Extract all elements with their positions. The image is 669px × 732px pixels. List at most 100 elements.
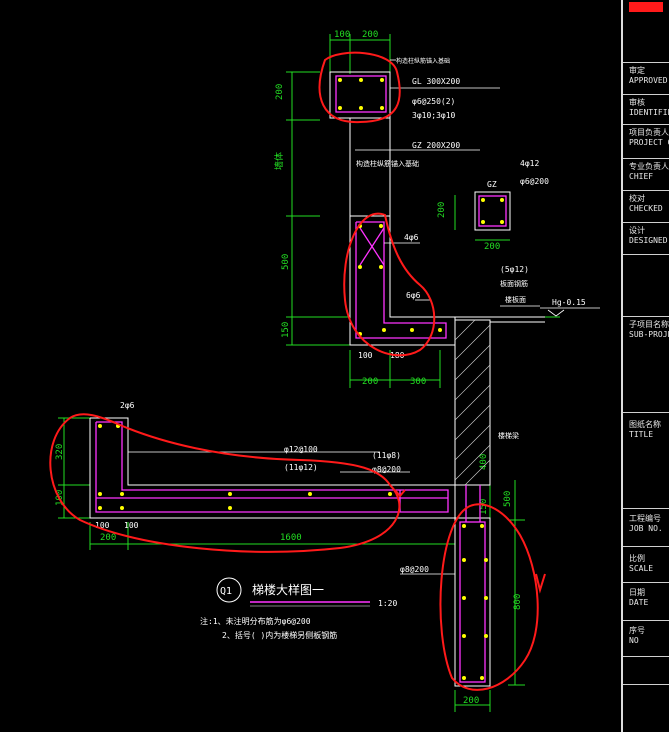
- title-block-field-zh: 审定: [629, 66, 645, 75]
- wall-hatch: [454, 319, 491, 486]
- gz-note: 构造柱纵筋锚入基础: [356, 159, 419, 168]
- title-block: 审定APPROVED审核IDENTIFIED项目负责人PROJECT CH专业负…: [621, 0, 669, 732]
- title-block-field-zh: 设计: [629, 226, 645, 235]
- title-circle-text: Q1: [220, 586, 232, 597]
- title-block-field-en: SCALE: [629, 564, 654, 573]
- markup-circle-beam: [318, 51, 401, 124]
- title-block-field-en: IDENTIFIED: [629, 108, 669, 117]
- side-bar: φ8@200: [372, 465, 401, 474]
- dim-text: 500: [503, 491, 513, 507]
- title-block-divider: [623, 254, 669, 255]
- title-block-divider: [623, 620, 669, 621]
- gz-stirrup: φ6@200: [520, 177, 549, 186]
- dim-text: 500: [281, 254, 291, 270]
- dim-text: 200: [275, 84, 285, 100]
- title-block-divider: [623, 546, 669, 547]
- title-block-field-zh: 项目负责人: [629, 128, 669, 137]
- gl-label: GL 300X200: [412, 77, 460, 86]
- title-block-divider: [623, 582, 669, 583]
- slab-note: 楼板面: [505, 295, 526, 304]
- gz-label: GZ 200X200: [412, 141, 460, 150]
- leader-lines: [128, 59, 600, 575]
- title-block-field-en: PROJECT CH: [629, 138, 669, 147]
- title-block-divider: [623, 656, 669, 657]
- dim-text: 200: [362, 30, 378, 40]
- title-block-field-zh: 序号: [629, 626, 645, 635]
- gl-stirrup: φ6@250(2): [412, 97, 455, 106]
- rebar-dots: [98, 78, 504, 680]
- title-name: 梯楼大样图一: [252, 582, 324, 597]
- col-stirrup: φ8@200: [400, 565, 429, 574]
- label-text: 构造柱纵筋锚入基础: [396, 57, 450, 65]
- title-block-field-en: NO: [629, 636, 639, 645]
- stair-beam: 楼梯梁: [498, 431, 519, 440]
- main-bar: φ12@100: [284, 445, 318, 454]
- main-bar-count: (11φ12): [284, 463, 318, 472]
- title-block-field-en: DATE: [629, 598, 649, 607]
- title-block-divider: [623, 684, 669, 685]
- bar-label: 4φ6: [404, 233, 419, 242]
- dim-text: 200: [463, 696, 479, 706]
- dimension-texts: 100 200 200 墙体 500 150 200 300 320 100 2…: [55, 30, 523, 706]
- title-block-divider: [623, 508, 669, 509]
- markup-circle-lower-column: [439, 503, 539, 691]
- concrete-outlines: [89, 71, 545, 687]
- level-symbol: [547, 309, 565, 317]
- title-block-field-en: SUB-PROJE: [629, 330, 669, 339]
- title-block-divider: [623, 158, 669, 159]
- dim-text: 200: [100, 533, 116, 543]
- title-block-field-zh: 专业负责人: [629, 162, 669, 171]
- markup-arrow: [535, 573, 546, 594]
- dim-text: 320: [55, 444, 65, 460]
- title-block-field-zh: 日期: [629, 588, 645, 597]
- bar-label: 6φ6: [406, 291, 421, 300]
- title-block-field-zh: 审核: [629, 98, 645, 107]
- markup-arrow: [394, 489, 406, 498]
- title-block-field-en: JOB NO.: [629, 524, 663, 533]
- dim-small: 100: [95, 521, 110, 530]
- dimension-lines: [58, 34, 560, 712]
- title-block-field-zh: 校对: [629, 194, 645, 203]
- title-block-divider: [623, 124, 669, 125]
- side-bar-count: (11φ8): [372, 451, 401, 460]
- title-block-field-en: CHECKED: [629, 204, 663, 213]
- title-scale: 1:20: [378, 599, 397, 608]
- title-block-field-en: DESIGNED: [629, 236, 668, 245]
- note-2: 2、括号( )内为楼梯另侧板钢筋: [222, 630, 337, 640]
- dim-small: 100: [124, 521, 139, 530]
- bar-label: 2φ6: [120, 401, 135, 410]
- title-block-field-zh: 子项目名称: [629, 320, 669, 329]
- title-block-field-zh: 图纸名称: [629, 420, 661, 429]
- dim-text: 400: [479, 454, 489, 470]
- dim-text: 150: [281, 322, 291, 338]
- title-block-divider: [623, 190, 669, 191]
- title-block-field-en: TITLE: [629, 430, 654, 439]
- logo-mark: [629, 2, 663, 12]
- dim-text: 100: [334, 30, 350, 40]
- dim-small: 100: [358, 351, 373, 360]
- dim-text: 墙体: [273, 152, 285, 170]
- top-bar-note: 板面钢筋: [500, 279, 528, 288]
- dim-text: 200: [362, 377, 378, 387]
- title-block-field-en: CHIEF: [629, 172, 654, 181]
- dim-text: 200: [437, 202, 447, 218]
- title-block-divider: [623, 412, 669, 413]
- title-block-divider: [623, 316, 669, 317]
- title-block-divider: [623, 94, 669, 95]
- top-bar: (5φ12): [500, 265, 529, 274]
- title-block-field-zh: 比例: [629, 554, 645, 563]
- title-block-divider: [623, 222, 669, 223]
- dim-text: 800: [513, 594, 523, 610]
- markup-circle-slab: [49, 413, 401, 553]
- dim-text: 1600: [280, 533, 302, 543]
